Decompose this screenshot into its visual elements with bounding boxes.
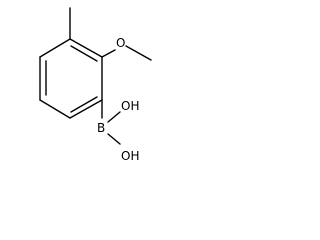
upper-hydroxyl-label: OH (121, 99, 139, 113)
lower-hydroxyl-label: OH (121, 149, 139, 163)
ring-bond-c2-c3 (39, 38, 71, 58)
ring-bond-c3-c4 (69, 38, 103, 58)
benzene-ring (39, 38, 103, 119)
methoxy-ring-bond (101, 49, 116, 58)
ring-bond-c6-c1 (39, 99, 71, 119)
boron-upper-oh-bond (107, 111, 121, 123)
boron-label: B (97, 121, 105, 135)
structure-canvas: O B OH OH (0, 0, 160, 172)
boron-lower-oh-bond (107, 133, 121, 145)
methoxy-oxygen-label: O (116, 36, 125, 50)
ring-double-bond-top-right (70, 45, 98, 62)
ring-bond-c5-c6 (69, 99, 103, 119)
ring-double-bond-bottom-right (70, 96, 98, 113)
methoxy-methyl-bond (125, 45, 152, 61)
molecule-drawing: O B OH OH (39, 7, 152, 163)
